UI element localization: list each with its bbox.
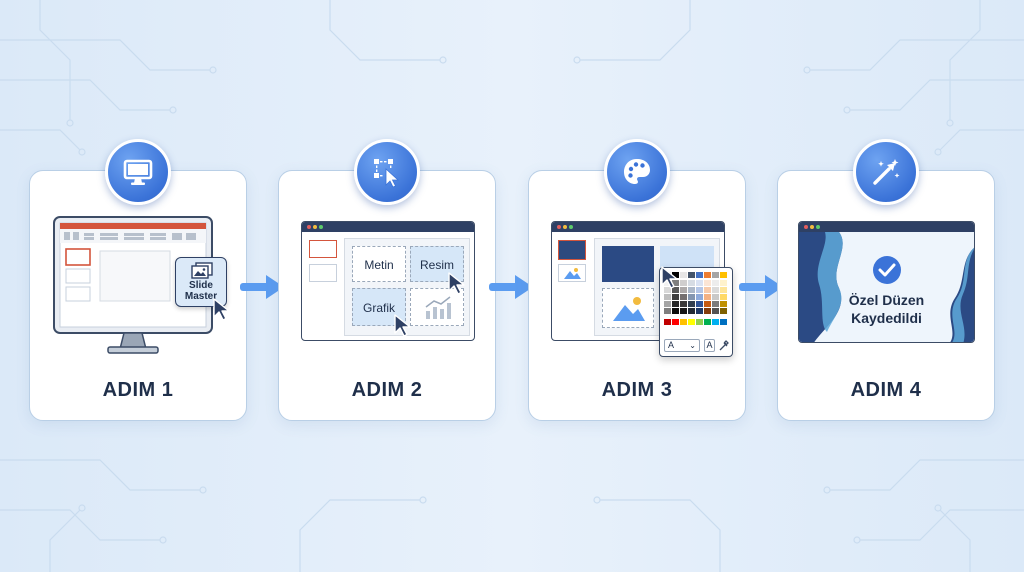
flow-arrow-1 [240, 275, 284, 299]
flow-arrow-3 [739, 275, 783, 299]
chevron-down-icon: ⌄ [689, 341, 696, 350]
eyedropper-icon[interactable] [718, 339, 730, 352]
window-titlebar [302, 222, 474, 232]
step-2-label: ADIM 2 [351, 379, 423, 401]
slides-stack-icon [191, 262, 213, 279]
layout-editor-window: Metin Resim Grafik [301, 221, 475, 341]
saved-message-line1: Özel Düzen [848, 292, 925, 308]
color-picker-popup[interactable]: A ⌄ A [659, 267, 733, 357]
bar-chart-icon [425, 296, 451, 319]
font-color-value: A [706, 340, 713, 350]
select-cursor-icon [374, 159, 400, 188]
step-1-badge [105, 139, 171, 205]
thumbnail-active[interactable] [558, 240, 586, 260]
step-4-badge [853, 139, 919, 205]
font-dropdown-value: A [668, 340, 675, 350]
window-titlebar [552, 222, 724, 232]
thumbnail[interactable] [558, 264, 586, 282]
flow-arrow-2 [489, 275, 533, 299]
color-swatch-grid[interactable] [664, 272, 730, 336]
step-2-card: Metin Resim Grafik ADIM 2 [278, 139, 496, 421]
step-4-label: ADIM 4 [850, 379, 922, 401]
wave-decoration [799, 232, 974, 342]
chart-icon-placeholder[interactable] [410, 288, 464, 326]
step-4-card: Özel Düzen Kaydedildi ADIM 4 [777, 139, 995, 421]
chart-placeholder-label: Grafik [362, 301, 395, 315]
image-icon [613, 297, 645, 321]
image-icon [564, 268, 581, 279]
step-1-card: Slide Master ADIM 1 [29, 139, 247, 421]
slide-master-label: Slide Master [184, 280, 218, 302]
step-3-card: A ⌄ A ADIM 3 [528, 139, 746, 421]
font-dropdown[interactable]: A ⌄ [664, 339, 700, 352]
text-placeholder[interactable]: Metin [352, 246, 406, 282]
step-3-label: ADIM 3 [601, 379, 673, 401]
computer-illustration [53, 216, 213, 354]
thumbnail[interactable] [309, 264, 337, 282]
font-color-button[interactable]: A [704, 339, 715, 352]
mouse-cursor-icon [213, 298, 230, 321]
saved-message-line2: Kaydedildi [851, 310, 922, 326]
window-titlebar [799, 222, 974, 232]
slide-master-popup[interactable]: Slide Master [175, 257, 227, 307]
step-3-badge [604, 139, 670, 205]
image-placeholder[interactable]: Resim [410, 246, 464, 282]
step-1-label: ADIM 1 [102, 379, 174, 401]
palette-icon [624, 159, 650, 184]
step-2-badge [354, 139, 420, 205]
monitor-icon [123, 159, 153, 185]
thumbnail-active[interactable] [309, 240, 337, 258]
mouse-cursor-icon [661, 266, 678, 289]
saved-layout-window: Özel Düzen Kaydedildi [798, 221, 975, 343]
image-placeholder-label: Resim [419, 258, 454, 272]
magic-wand-icon [873, 159, 900, 185]
mouse-cursor-icon [448, 272, 465, 295]
checkmark-icon [873, 256, 901, 284]
text-placeholder-label: Metin [364, 258, 394, 272]
mouse-cursor-icon [394, 314, 411, 337]
color-block-navy[interactable] [602, 246, 654, 282]
image-placeholder[interactable] [602, 288, 654, 328]
